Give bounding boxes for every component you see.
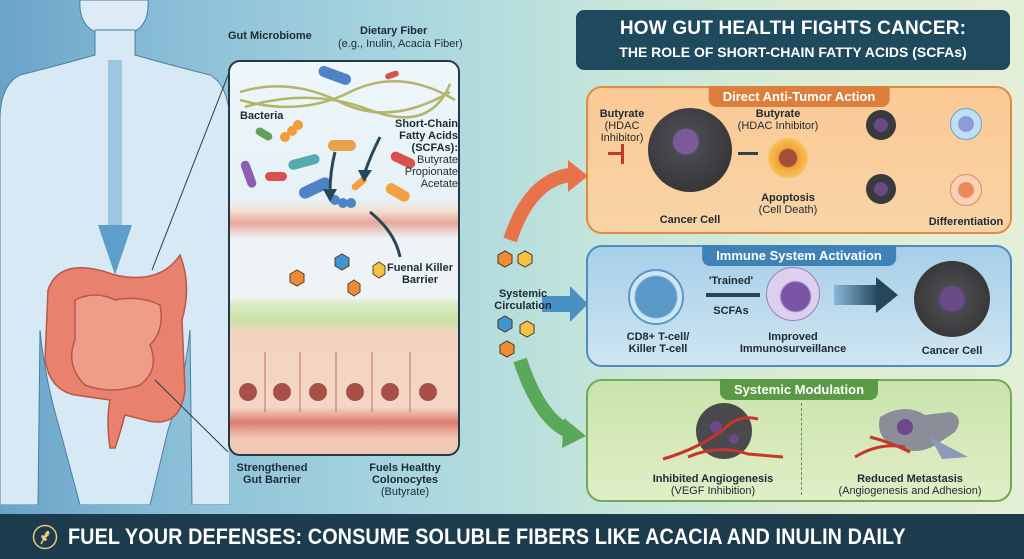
arrow-to-immune-icon	[570, 286, 588, 322]
arrow-icon	[834, 285, 878, 305]
arrow-head-icon	[876, 277, 898, 313]
inhibit-bar-icon	[621, 144, 624, 164]
butyrate-left-label: Butyrate (HDAC Inhibitor)	[599, 108, 645, 144]
scfa-label-group: Short-Chain Fatty Acids (SCFAs): Butyrat…	[395, 118, 458, 190]
dietary-fiber-label: Dietary Fiber	[360, 25, 428, 37]
footer-text: FUEL YOUR DEFENSES: CONSUME SOLUBLE FIBE…	[68, 523, 906, 549]
apoptosis-label: Apoptosis (Cell Death)	[758, 192, 818, 216]
cancer-cell-label: Cancer Cell	[921, 345, 983, 357]
angiogenesis-label: Inhibited Angiogenesis (VEGF Inhibition)	[652, 473, 774, 497]
human-body-illustration	[0, 0, 230, 505]
metastasis-icon	[854, 408, 968, 459]
inhibit-symbol-icon	[608, 152, 622, 155]
trained-t-cell-icon	[766, 267, 820, 321]
panel-title: Systemic Modulation	[719, 379, 879, 400]
colonocyte-nuclei	[239, 383, 437, 401]
wheat-leaf-icon	[32, 524, 58, 549]
cancer-cell-small-icon	[866, 174, 896, 204]
divider	[801, 403, 802, 495]
arrow-to-tumor-icon	[568, 160, 588, 192]
immunosurveillance-label: Improved Immunosurveillance	[739, 331, 847, 355]
normal-cell-blue-icon	[950, 108, 982, 140]
arrow-icon	[706, 293, 760, 297]
metastasis-label: Reduced Metastasis (Angiogenesis and Adh…	[838, 473, 982, 497]
angiogenesis-icon	[662, 403, 784, 461]
cancer-cell-icon	[648, 108, 732, 192]
arrow-icon	[738, 152, 758, 155]
cancer-cell-icon	[914, 261, 990, 337]
scfa-molecule-icons	[289, 253, 386, 297]
scfa-flow-arrow	[369, 210, 402, 258]
cancer-cell-label: Cancer Cell	[659, 214, 721, 226]
fuels-colonocytes-label: Fuels Healthy Colonocytes (Butyrate)	[369, 462, 441, 498]
apoptosis-burst-icon	[768, 138, 808, 178]
microbiome-illustration	[239, 66, 456, 412]
differentiation-label: Differentiation	[928, 216, 1004, 228]
cell-walls	[264, 352, 411, 412]
barrier-label: Fuenal Killer Barrier	[386, 262, 454, 286]
anti-tumor-panel: Direct Anti-Tumor Action Butyrate (HDAC …	[586, 86, 1012, 234]
immune-activation-panel: Immune System Activation CD8+ T-cell/ Ki…	[586, 245, 1012, 367]
circulation-arrows	[497, 160, 588, 448]
scfa-molecule-icons	[497, 250, 535, 358]
panel-title: Direct Anti-Tumor Action	[708, 86, 890, 107]
systemic-circulation-label: Systemic Circulation	[494, 288, 552, 312]
butyrate-right-label: Butyrate (HDAC Inhibitor)	[737, 108, 819, 132]
intestines-icon	[44, 253, 188, 449]
scfas-label: SCFAs	[713, 305, 749, 317]
gut-microbiome-label: Gut Microbiome	[228, 30, 312, 42]
cancer-cell-small-icon	[866, 110, 896, 140]
trained-label: 'Trained'	[708, 275, 754, 287]
panel-title: Immune System Activation	[702, 245, 896, 266]
t-cell-icon	[628, 269, 684, 325]
strengthened-barrier-label: Strengthened Gut Barrier	[236, 462, 308, 486]
normal-cell-orange-icon	[950, 174, 982, 206]
bacteria-icons	[240, 66, 416, 208]
fiber-strands-icon	[239, 80, 456, 119]
dietary-fiber-examples: (e.g., Inulin, Acacia Fiber)	[338, 38, 463, 50]
arrow-to-systemic-icon	[562, 418, 586, 448]
footer-banner: FUEL YOUR DEFENSES: CONSUME SOLUBLE FIBE…	[0, 514, 1024, 559]
down-arrow-icon	[98, 225, 132, 275]
systemic-modulation-panel: Systemic Modulation Inhibited Angiogenes…	[586, 379, 1012, 502]
microbiome-detail-panel: Bacteria Short-Chain Fatty Acids (SCFAs)…	[228, 60, 460, 456]
bacteria-label: Bacteria	[240, 110, 284, 122]
t-cell-label: CD8+ T-cell/ Killer T-cell	[626, 331, 690, 355]
page-title: HOW GUT HEALTH FIGHTS CANCER: THE ROLE O…	[576, 10, 1010, 70]
